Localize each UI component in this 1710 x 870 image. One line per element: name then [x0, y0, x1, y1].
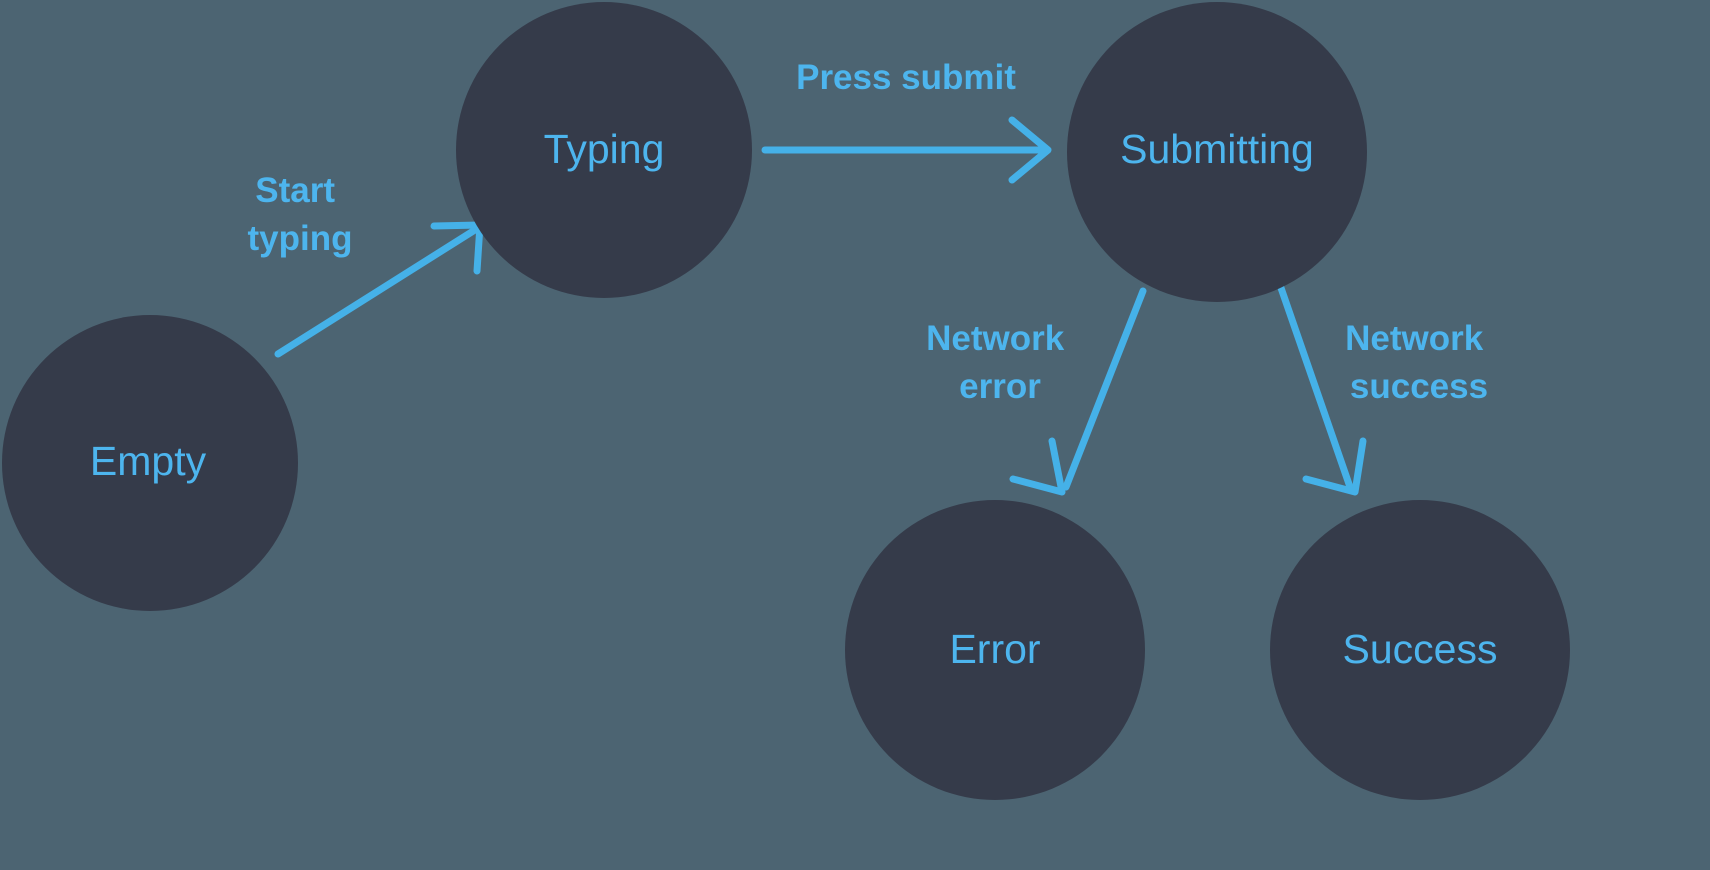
- edge-label-line: Press submit: [796, 58, 1016, 97]
- edge-label-press-submit: Press submit: [796, 58, 1016, 97]
- edge-label-line: Network: [926, 319, 1065, 358]
- edge-label-network-error: Network error: [926, 319, 1074, 406]
- state-node-typing-label: Typing: [544, 126, 665, 172]
- edge-label-network-success: Network success: [1345, 319, 1493, 406]
- state-node-typing-circle[interactable]: [456, 2, 752, 298]
- edge-submitting-to-error: Network error: [926, 287, 1147, 496]
- state-node-error-circle[interactable]: [845, 500, 1145, 800]
- state-node-error-label: Error: [949, 626, 1040, 672]
- edge-empty-to-typing: Start typing: [248, 171, 484, 358]
- edge-typing-to-submitting-arrowhead: [1008, 116, 1052, 184]
- state-node-success-circle[interactable]: [1270, 500, 1570, 800]
- state-node-error[interactable]: Error: [845, 500, 1145, 800]
- state-node-submitting-circle[interactable]: [1067, 2, 1367, 302]
- edge-submitting-to-error-arrowhead: [1009, 437, 1066, 496]
- edge-label-line: error: [959, 367, 1041, 406]
- edge-submitting-to-error-line: [1062, 287, 1147, 491]
- edge-submitting-to-success-line: [1276, 281, 1354, 491]
- state-node-empty-circle[interactable]: [2, 315, 298, 611]
- state-node-success-label: Success: [1343, 626, 1498, 672]
- state-node-empty-label: Empty: [90, 438, 207, 484]
- edge-typing-to-submitting: Press submit: [761, 58, 1052, 184]
- state-node-submitting-label: Submitting: [1120, 126, 1314, 172]
- edge-empty-to-typing-line: [274, 224, 482, 358]
- edge-label-start-typing: Start typing: [248, 171, 353, 258]
- edge-submitting-to-success-arrowhead: [1302, 437, 1367, 496]
- state-node-success[interactable]: Success: [1270, 500, 1570, 800]
- edge-label-line: typing: [248, 219, 353, 258]
- state-node-empty[interactable]: Empty: [2, 315, 298, 611]
- edge-submitting-to-success: Network success: [1276, 281, 1493, 496]
- state-node-submitting[interactable]: Submitting: [1067, 2, 1367, 302]
- edge-label-line: Start: [255, 171, 335, 210]
- state-node-typing[interactable]: Typing: [456, 2, 752, 298]
- edge-label-line: Network: [1345, 319, 1484, 358]
- edge-label-line: success: [1350, 367, 1488, 406]
